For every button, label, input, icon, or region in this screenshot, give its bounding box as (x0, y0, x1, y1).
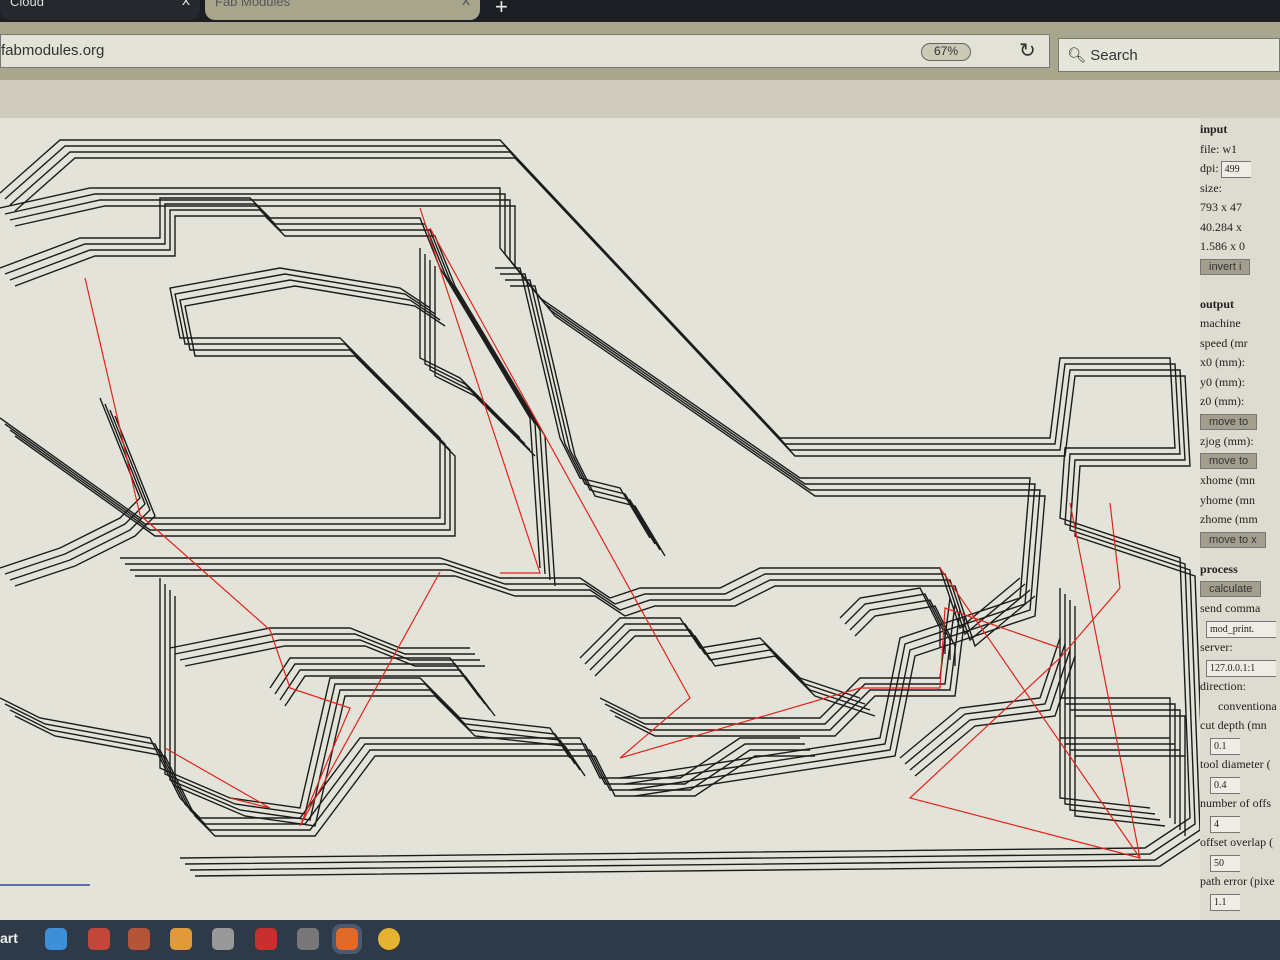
toolpaths (0, 139, 1200, 877)
app-icon[interactable] (212, 928, 234, 950)
firefox-icon[interactable] (332, 924, 362, 954)
tool-diameter-input[interactable]: 0.4 (1210, 776, 1240, 794)
zoom-indicator[interactable]: 67% (921, 43, 971, 61)
close-tab-icon[interactable]: x (182, 0, 190, 9)
server-label: server: (1200, 640, 1233, 654)
cut-depth-input[interactable]: 0.1 (1210, 737, 1240, 755)
input-heading: input (1200, 122, 1228, 136)
new-tab-button[interactable]: + (495, 0, 508, 19)
calculate-button[interactable]: calculate (1200, 581, 1262, 597)
output-heading: output (1200, 296, 1235, 311)
cut-depth-label: cut depth (mn (1200, 718, 1267, 732)
url-bar[interactable]: fabmodules.org 67% ↻ (0, 34, 1050, 68)
tab-label: Cloud (10, 0, 44, 9)
tab-cloud[interactable]: Cloud x (0, 0, 200, 20)
send-command-input[interactable]: mod_print. (1206, 620, 1276, 638)
x0-label: x0 (mm): (1200, 355, 1245, 369)
xhome-label: xhome (mn (1200, 473, 1255, 487)
settings-panel: input file: w1 dpi:499 size: 793 x 47 40… (1200, 120, 1280, 911)
navigation-bar: fabmodules.org 67% ↻ 🔍︎ Search (0, 22, 1280, 80)
move-to-zjog-button[interactable]: move to (1200, 453, 1258, 469)
size-mm: 40.284 x (1200, 219, 1242, 234)
app-icon[interactable] (170, 928, 192, 950)
overlap-input[interactable]: 50 (1210, 854, 1240, 872)
page-content: input file: w1 dpi:499 size: 793 x 47 40… (0, 80, 1280, 920)
chrome-icon[interactable] (378, 928, 400, 950)
zjog-label: zjog (mm): (1200, 433, 1254, 448)
path-error-input[interactable]: 1.1 (1210, 893, 1240, 911)
dpi-label: dpi: (1200, 161, 1219, 175)
tab-fab-modules[interactable]: Fab Modules x (205, 0, 480, 20)
toolpath-canvas[interactable] (0, 118, 1200, 920)
yhome-label: yhome (mn (1200, 492, 1255, 507)
taskbar: art (0, 920, 1280, 960)
close-tab-icon[interactable]: x (462, 0, 470, 9)
direction-conventional-option[interactable]: conventiona (1218, 698, 1277, 713)
search-input[interactable]: 🔍︎ Search (1058, 38, 1280, 72)
offsets-label: number of offs (1200, 796, 1272, 810)
explorer-icon[interactable] (45, 928, 67, 950)
size-label: size: (1200, 180, 1222, 195)
y0-label: y0 (mm): (1200, 374, 1245, 389)
search-icon: 🔍︎ (1067, 47, 1087, 64)
rapid-moves (84, 207, 1141, 859)
send-command-label: send comma (1200, 601, 1261, 615)
tab-label: Fab Modules (215, 0, 291, 9)
path-error-label: path error (pixe (1200, 874, 1275, 888)
app-icon[interactable] (88, 928, 110, 950)
reload-icon[interactable]: ↻ (1019, 40, 1036, 62)
start-button[interactable]: art (0, 930, 18, 946)
process-heading: process (1200, 561, 1238, 576)
app-icon[interactable] (297, 928, 319, 950)
speed-label: speed (mr (1200, 335, 1248, 350)
invert-button[interactable]: invert i (1200, 258, 1251, 275)
tab-bar: Cloud x Fab Modules x + (0, 0, 1280, 22)
size-inches: 1.586 x 0 (1200, 239, 1245, 253)
zhome-label: zhome (mm (1200, 512, 1258, 526)
offsets-input[interactable]: 4 (1210, 815, 1240, 833)
tool-diameter-label: tool diameter ( (1200, 757, 1271, 771)
page-header-bar (0, 80, 1280, 118)
move-to-home-button[interactable]: move to x (1200, 531, 1266, 548)
size-pixels: 793 x 47 (1200, 200, 1242, 214)
overlap-label: offset overlap ( (1200, 835, 1274, 849)
search-placeholder: Search (1090, 47, 1138, 64)
machine-label[interactable]: machine (1200, 316, 1241, 330)
file-label: file: w1 (1200, 141, 1237, 156)
app-icon[interactable] (255, 928, 277, 950)
z0-label: z0 (mm): (1200, 394, 1245, 408)
direction-label: direction: (1200, 679, 1246, 693)
app-icon[interactable] (128, 928, 150, 950)
url-text: fabmodules.org (1, 42, 105, 59)
server-input[interactable]: 127.0.0.1:1 (1206, 659, 1276, 677)
move-to-xyz0-button[interactable]: move to (1200, 413, 1258, 430)
dpi-input[interactable]: 499 (1220, 161, 1251, 178)
